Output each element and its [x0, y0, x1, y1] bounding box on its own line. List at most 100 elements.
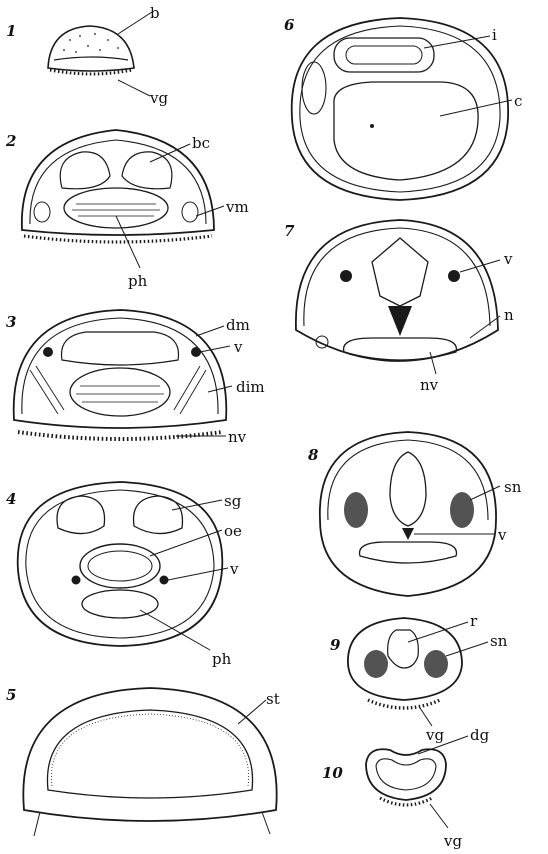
- fig3-label-v: v: [233, 338, 243, 356]
- fig3-label-nv: nv: [228, 428, 247, 446]
- figure-2: 2 bc vm ph: [5, 130, 249, 290]
- fig4-label-oe: oe: [224, 522, 242, 540]
- fig4-label-ph: ph: [212, 650, 232, 668]
- fig2-coelom-right: [122, 152, 172, 189]
- fig1-stipple: [63, 33, 119, 53]
- fig2-label-bc: bc: [192, 134, 210, 152]
- fig2-inner-wall: [30, 140, 206, 224]
- fig10-leader-vg: [430, 804, 448, 828]
- figure-10: 10 dg vg: [322, 726, 490, 850]
- fig6-nucleus: [370, 124, 374, 128]
- fig4-outline: [18, 482, 223, 646]
- figure-9-number: 9: [330, 636, 341, 654]
- fig1-label-b: b: [150, 4, 160, 22]
- fig7-septum: [388, 306, 412, 336]
- fig7-label-nv: nv: [420, 376, 439, 394]
- fig9-leader-sn: [446, 642, 488, 656]
- fig9-leader-vg: [420, 708, 432, 726]
- figure-7: 7 v n nv: [284, 220, 514, 394]
- fig6-intestine-lumen: [346, 46, 422, 64]
- fig4-oesophagus-lumen: [88, 551, 152, 581]
- fig4-leader-v: [168, 568, 228, 580]
- fig6-intestine: [334, 38, 434, 72]
- fig9-label-r: r: [470, 612, 478, 630]
- fig3-leader-dm: [196, 326, 224, 336]
- figure-3: 3 dm v dim nv: [6, 310, 265, 446]
- fig4-leader-sg: [172, 500, 222, 510]
- fig10-label-dg: dg: [470, 726, 490, 744]
- fig7-leader-nv: [430, 352, 436, 374]
- fig9-ventral-groove: [368, 700, 440, 708]
- fig7-dorsal-organ: [372, 238, 428, 306]
- fig8-label-sn: sn: [504, 478, 522, 496]
- fig10-inner-wall: [376, 759, 436, 790]
- fig10-label-vg: vg: [443, 832, 462, 850]
- fig9-sense-organ-right: [424, 650, 448, 678]
- fig4-vessel-right: [160, 576, 169, 585]
- fig9-dorsal-ridge: [388, 630, 419, 668]
- fig3-leader-v: [200, 346, 230, 352]
- fig9-label-sn: sn: [490, 632, 508, 650]
- figure-8-number: 8: [308, 446, 319, 464]
- fig5-label-st: st: [266, 690, 280, 708]
- fig8-label-v: v: [497, 526, 507, 544]
- fig10-ventral-groove: [380, 798, 432, 805]
- fig6-label-i: i: [492, 26, 497, 44]
- fig7-leader-v: [460, 260, 500, 272]
- fig5-outline: [23, 688, 276, 821]
- fig2-coelom-left: [60, 152, 110, 189]
- fig2-ventral-band: [24, 236, 212, 242]
- fig7-vessel-right: [448, 270, 460, 282]
- fig6-coelom: [334, 82, 478, 180]
- fig8-nerve-cord: [360, 542, 457, 563]
- fig3-pharynx: [70, 368, 170, 416]
- fig4-gland-right: [134, 496, 183, 534]
- fig8-sense-organ-right: [450, 492, 474, 528]
- figure-6: 6 i c: [284, 16, 522, 200]
- fig4-vessel-left: [72, 576, 81, 585]
- fig6-label-c: c: [514, 92, 522, 110]
- fig3-dorsal-coelom: [62, 332, 179, 365]
- fig8-dorsal-organ: [390, 452, 426, 526]
- fig4-label-sg: sg: [224, 492, 242, 510]
- figure-3-number: 3: [6, 313, 16, 331]
- figure-5: 5 st: [6, 686, 280, 836]
- fig8-vessel: [402, 528, 414, 540]
- fig2-muscle-right: [182, 202, 198, 222]
- fig3-vessel-right: [191, 347, 201, 357]
- figure-1-number: 1: [6, 22, 16, 40]
- figure-1: 1 b vg: [6, 4, 168, 107]
- fig2-muscle-left: [34, 202, 50, 222]
- fig3-leader-dim: [208, 386, 232, 392]
- figure-5-number: 5: [6, 686, 16, 704]
- fig8-sense-organ-left: [344, 492, 368, 528]
- fig9-label-vg: vg: [425, 726, 444, 744]
- fig2-label-vm: vm: [225, 198, 249, 216]
- fig9-sense-organ-left: [364, 650, 388, 678]
- fig5-stomach-lumen: [47, 710, 252, 798]
- fig1-leader-vg: [118, 80, 150, 96]
- figure-9: 9 r sn vg: [330, 612, 508, 744]
- fig1-inner-line: [54, 57, 128, 60]
- figure-2-number: 2: [5, 132, 16, 150]
- fig1-leader-b: [118, 12, 152, 34]
- fig7-label-v: v: [503, 250, 513, 268]
- figure-8: 8 sn v: [308, 432, 522, 596]
- fig4-label-v: v: [229, 560, 239, 578]
- fig3-pharynx-lines: [76, 386, 164, 402]
- fig4-inner-wall: [26, 490, 214, 638]
- figure-10-number: 10: [322, 764, 343, 782]
- fig1-label-vg: vg: [149, 89, 168, 107]
- fig7-leader-n: [470, 316, 500, 338]
- fig3-muscle-fibres: [30, 366, 206, 414]
- figure-4: 4 sg oe v ph: [6, 482, 242, 668]
- fig4-gland-left: [57, 496, 105, 534]
- fig2-leader-vm: [196, 206, 224, 216]
- fig6-outline: [292, 18, 508, 200]
- fig2-pharynx-lines: [72, 204, 160, 216]
- fig5-leader-st: [238, 700, 266, 724]
- fig3-label-dim: dim: [236, 378, 265, 396]
- fig3-outline: [14, 310, 227, 428]
- fig3-label-dm: dm: [226, 316, 250, 334]
